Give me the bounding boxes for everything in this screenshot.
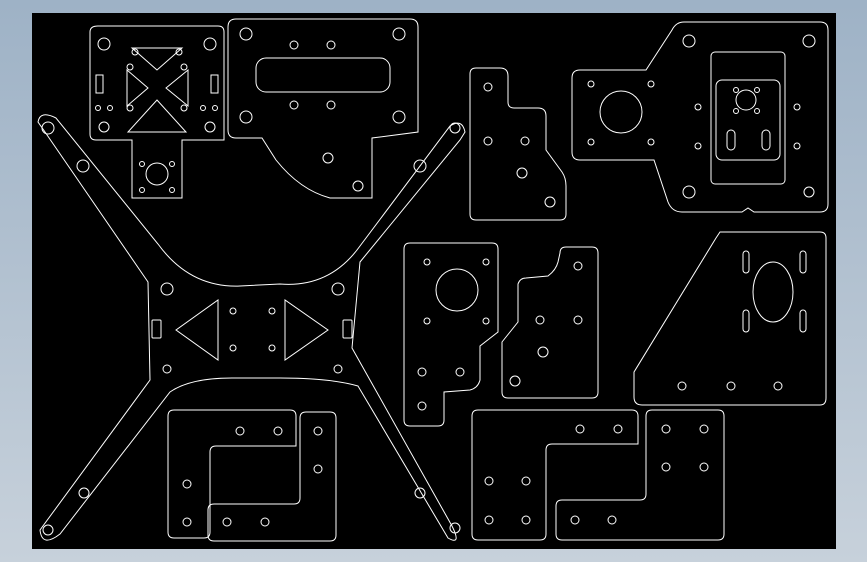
l-plate-bottom-left-b [207, 411, 337, 542]
motor-mount-plate-top-right [571, 21, 829, 213]
l-plate-bottom-center-b [555, 409, 725, 541]
extruder-mount-plate [227, 18, 419, 199]
l-plate-bottom-left-a [167, 409, 297, 539]
motor-plate-middle [403, 242, 499, 427]
idler-bracket-plate [469, 67, 567, 221]
z-bracket-plate [501, 246, 599, 399]
l-plate-bottom-center-a [471, 409, 639, 541]
laser-cut-parts-sheet [32, 13, 836, 549]
drawing-background [32, 13, 836, 549]
y-motor-plate-right [633, 231, 827, 406]
carriage-plate-top-left [89, 25, 225, 199]
x-frame-plate [37, 114, 466, 541]
